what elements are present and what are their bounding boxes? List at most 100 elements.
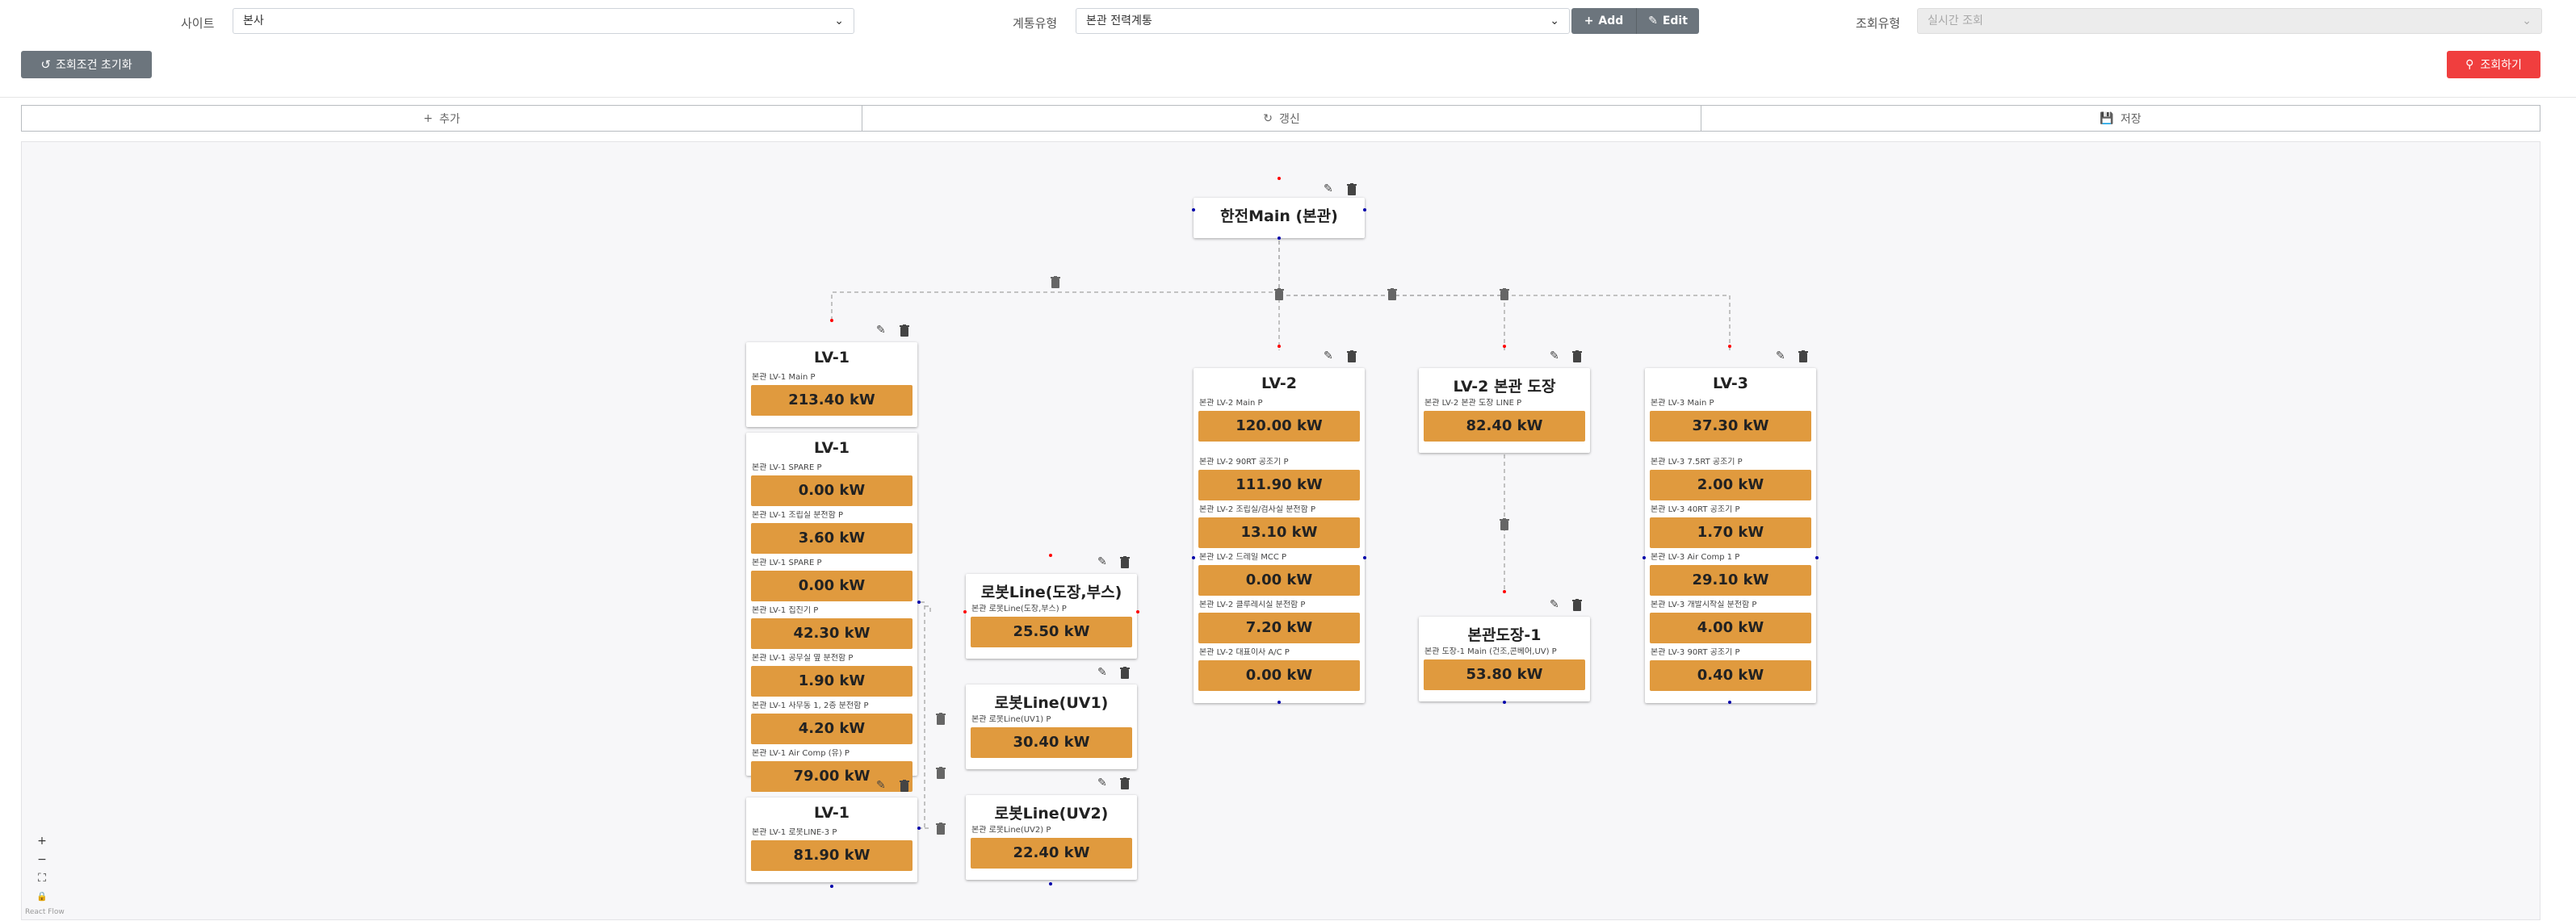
connection-handle[interactable] — [830, 319, 833, 322]
power-value: 82.40 kW — [1424, 411, 1585, 442]
edge-trash-icon[interactable] — [1274, 288, 1284, 300]
trash-icon[interactable] — [1572, 599, 1582, 611]
lock-button[interactable]: 🔒 — [36, 891, 48, 902]
item-label: 본관 LV-1 Main P — [752, 373, 816, 382]
power-value: 22.40 kW — [971, 838, 1132, 869]
connection-handle[interactable] — [1049, 882, 1052, 885]
robot-line-uv2-node[interactable]: 로봇Line(UV2) 본관 로봇Line(UV2) P 22.40 kW — [966, 795, 1137, 880]
connection-handle[interactable] — [1136, 610, 1139, 613]
lv1-robot-node[interactable]: LV-1 본관 LV-1 로봇LINE-3 P 81.90 kW — [746, 798, 917, 882]
lv2-paint-node[interactable]: LV-2 본관 도장 본관 LV-2 본관 도장 LINE P 82.40 kW — [1419, 368, 1590, 453]
connection-handle[interactable] — [1643, 556, 1646, 559]
power-value: 0.00 kW — [1198, 565, 1360, 596]
connection-handle[interactable] — [1278, 701, 1281, 704]
trash-icon[interactable] — [900, 324, 909, 337]
pencil-icon[interactable]: ✎ — [1324, 182, 1333, 195]
refresh-button[interactable]: ↻갱신 — [862, 105, 1701, 132]
connection-handle[interactable] — [1192, 208, 1195, 211]
chevron-down-icon: ⌄ — [834, 15, 844, 27]
add-node-button[interactable]: +추가 — [21, 105, 862, 132]
node-title: LV-2 본관 도장 — [1453, 378, 1556, 396]
item-label: 본관 LV-3 7.5RT 공조기 P — [1651, 458, 1743, 467]
item-label: 본관 LV-1 공무실 옆 분전함 P — [752, 654, 854, 663]
pencil-icon[interactable]: ✎ — [1324, 350, 1333, 362]
edge-trash-icon[interactable] — [1387, 288, 1397, 300]
pencil-icon[interactable]: ✎ — [1097, 666, 1107, 679]
item-label: 본관 LV-2 조립실/검사실 분전함 P — [1199, 505, 1316, 514]
lv2-node[interactable]: LV-2 본관 LV-2 Main P 120.00 kW 본관 LV-2 90… — [1194, 368, 1365, 703]
connection-handle[interactable] — [1192, 556, 1195, 559]
item-label: 본관 LV-1 집진기 P — [752, 606, 819, 615]
trash-icon[interactable] — [1347, 350, 1357, 362]
connection-handle[interactable] — [1278, 237, 1281, 240]
chevron-down-icon: ⌄ — [2522, 15, 2532, 27]
save-button[interactable]: 💾저장 — [1701, 105, 2540, 132]
connection-handle[interactable] — [1278, 345, 1281, 348]
react-flow-attribution[interactable]: React Flow — [25, 908, 65, 916]
edge-trash-icon[interactable] — [936, 823, 946, 835]
item-label: 본관 LV-2 Main P — [1199, 399, 1263, 408]
power-value: 213.40 kW — [751, 385, 913, 416]
item-label: 본관 LV-2 본관 도장 LINE P — [1424, 399, 1522, 408]
connection-handle[interactable] — [1503, 590, 1506, 593]
item-label: 본관 로봇Line(도장,부스) P — [971, 605, 1067, 613]
pencil-icon[interactable]: ✎ — [876, 324, 886, 337]
lv1-sub-node[interactable]: LV-1 본관 LV-1 SPARE P 0.00 kW 본관 LV-1 조립실… — [746, 433, 917, 792]
connection-handle[interactable] — [1503, 701, 1506, 704]
robot-line-paint-node[interactable]: 로봇Line(도장,부스) 본관 로봇Line(도장,부스) P 25.50 k… — [966, 574, 1137, 659]
search-button[interactable]: ⚲ 조회하기 — [2447, 51, 2540, 78]
power-value: 79.00 kW — [751, 761, 913, 792]
pencil-icon[interactable]: ✎ — [1097, 555, 1107, 568]
trash-icon[interactable] — [1120, 667, 1130, 679]
connection-handle[interactable] — [1728, 345, 1731, 348]
add-system-button[interactable]: +Add — [1571, 8, 1636, 34]
edge-trash-icon[interactable] — [936, 767, 946, 779]
power-value: 1.90 kW — [751, 666, 913, 697]
node-title: 본관도장-1 — [1467, 626, 1542, 644]
zoom-out-button[interactable]: − — [37, 853, 47, 866]
robot-line-uv1-node[interactable]: 로봇Line(UV1) 본관 로봇Line(UV1) P 30.40 kW — [966, 684, 1137, 769]
connection-handle[interactable] — [1363, 556, 1366, 559]
root-node[interactable]: 한전Main (본관) — [1194, 198, 1365, 238]
connection-handle[interactable] — [1278, 177, 1281, 180]
trash-icon[interactable] — [1347, 183, 1357, 195]
trash-icon[interactable] — [1120, 556, 1130, 568]
connection-handle[interactable] — [1363, 208, 1366, 211]
pencil-icon[interactable]: ✎ — [1550, 598, 1559, 611]
edit-system-button[interactable]: ✎Edit — [1636, 8, 1699, 34]
trash-icon[interactable] — [900, 780, 909, 792]
trash-icon[interactable] — [1120, 777, 1130, 789]
fit-view-button[interactable]: ⛶ — [38, 872, 46, 885]
connection-handle[interactable] — [1728, 701, 1731, 704]
connection-handle[interactable] — [963, 610, 967, 613]
edge-trash-icon[interactable] — [1051, 276, 1060, 288]
edge-trash-icon[interactable] — [936, 713, 946, 725]
system-type-select[interactable]: 본관 전력계통 ⌄ — [1076, 8, 1570, 34]
connection-handle[interactable] — [917, 827, 921, 830]
zoom-in-button[interactable]: + — [37, 835, 47, 848]
node-title: 로봇Line(도장,부스) — [980, 584, 1122, 601]
connection-handle[interactable] — [1815, 556, 1819, 559]
pencil-icon[interactable]: ✎ — [1097, 777, 1107, 789]
paint-1-node[interactable]: 본관도장-1 본관 도장-1 Main (건조,콘베어,UV) P 53.80 … — [1419, 617, 1590, 701]
site-select[interactable]: 본사 ⌄ — [233, 8, 854, 34]
connection-handle[interactable] — [1049, 554, 1052, 557]
pencil-icon[interactable]: ✎ — [1776, 350, 1785, 362]
node-title: 로봇Line(UV2) — [994, 805, 1109, 823]
chevron-down-icon: ⌄ — [1550, 15, 1559, 27]
connection-handle[interactable] — [917, 601, 921, 604]
query-type-select[interactable]: 실시간 조회 ⌄ — [1917, 8, 2542, 34]
lv1-main-node[interactable]: LV-1 본관 LV-1 Main P 213.40 kW — [746, 342, 917, 427]
edge-trash-icon[interactable] — [1500, 288, 1509, 300]
trash-icon[interactable] — [1798, 350, 1808, 362]
connection-handle[interactable] — [1503, 345, 1506, 348]
edge-trash-icon[interactable] — [1500, 518, 1509, 530]
lv3-node[interactable]: LV-3 본관 LV-3 Main P 37.30 kW 본관 LV-3 7.5… — [1645, 368, 1816, 703]
pencil-icon[interactable]: ✎ — [1550, 350, 1559, 362]
power-value: 4.20 kW — [751, 714, 913, 744]
pencil-icon[interactable]: ✎ — [876, 779, 886, 792]
reset-filters-button[interactable]: ↺ 조회조건 초기화 — [21, 51, 152, 78]
connection-handle[interactable] — [830, 885, 833, 888]
trash-icon[interactable] — [1572, 350, 1582, 362]
flow-canvas[interactable]: 한전Main (본관) ✎ LV-1 본관 LV-1 Main P 213.40… — [21, 141, 2540, 920]
